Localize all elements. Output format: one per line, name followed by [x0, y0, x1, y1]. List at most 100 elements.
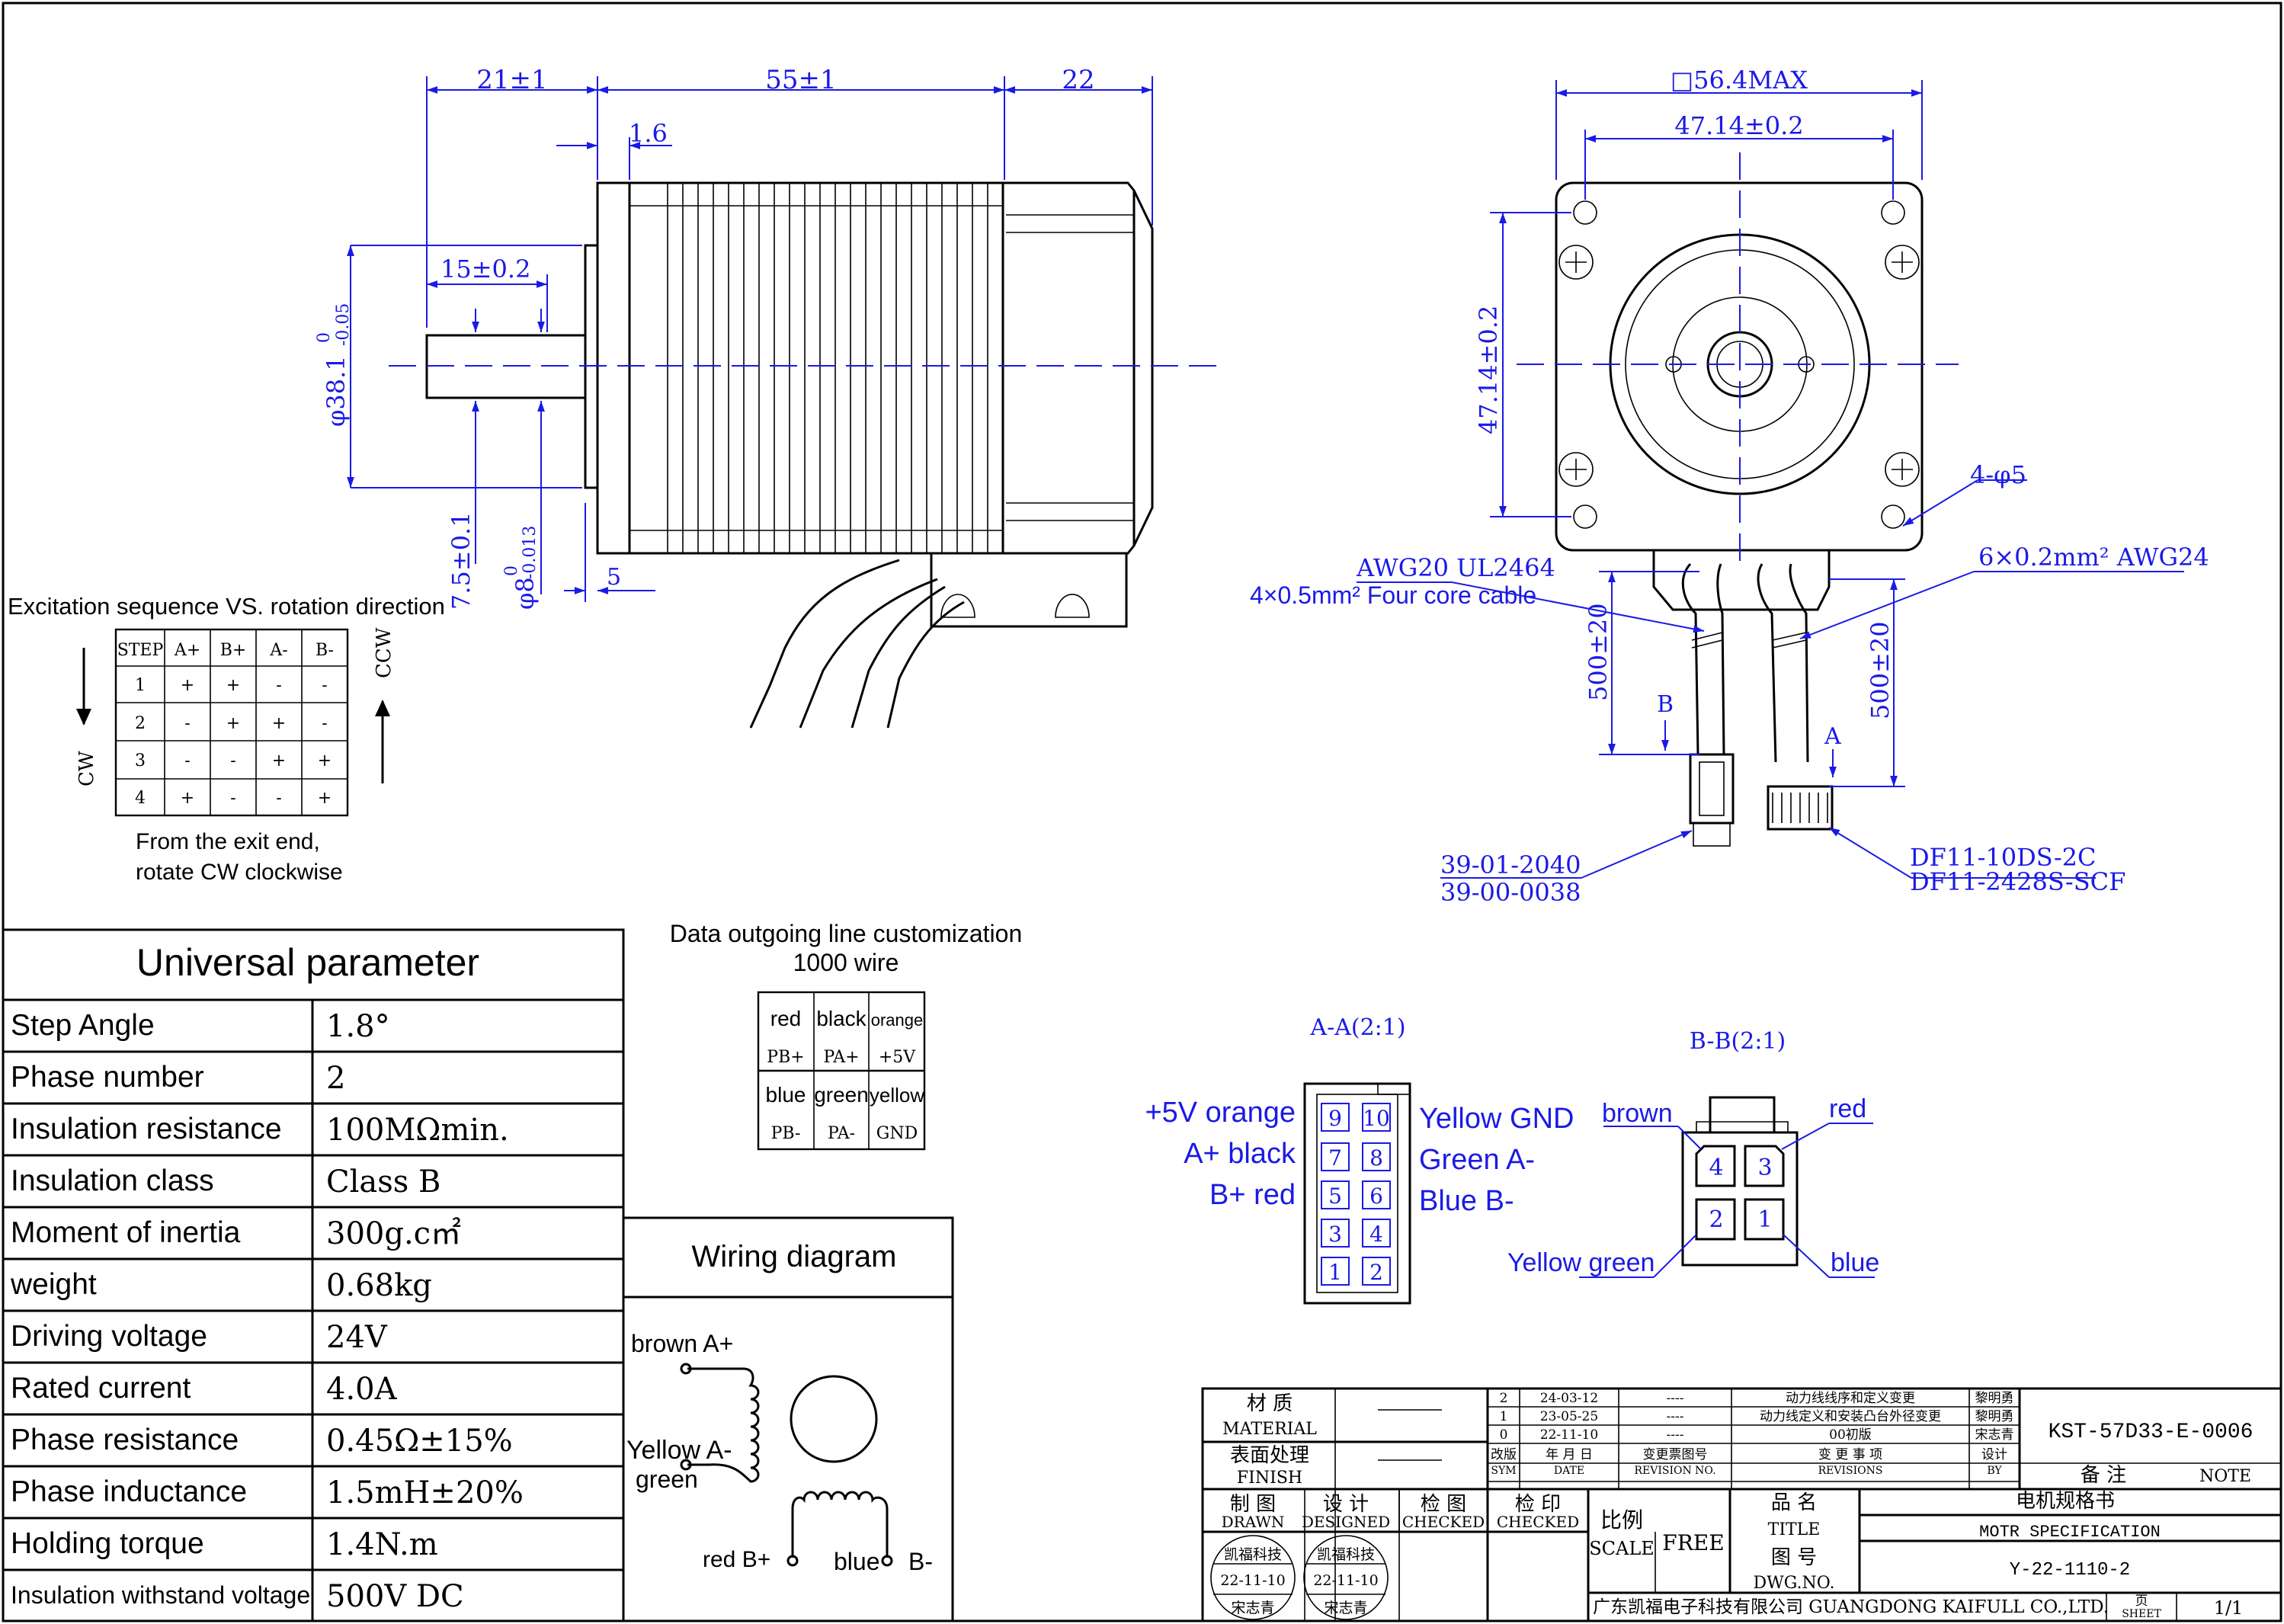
wire-yellow-green: Yellow green — [1507, 1248, 1655, 1277]
wire-signal: PA- — [828, 1124, 855, 1143]
outgoing-subtitle: 1000 wire — [793, 949, 899, 976]
param-label: Step Angle — [11, 1009, 155, 1042]
rev-head: SYM — [1491, 1465, 1516, 1477]
section-a-a: A-A(2:1) 9 10 7 8 5 6 3 4 1 2 +5V orange… — [1145, 1014, 1574, 1305]
param-label: Holding torque — [11, 1527, 204, 1560]
param-value: 24V — [326, 1320, 388, 1355]
param-label: Phase inductance — [11, 1475, 247, 1508]
param-label: weight — [10, 1268, 97, 1301]
svg-text:-0.05: -0.05 — [334, 303, 353, 346]
wire-color: red — [770, 1007, 801, 1030]
connector-b-part-2: 39-00-0038 — [1440, 878, 1581, 907]
svg-text:0: 0 — [502, 565, 521, 576]
dim-shaft-protrusion: 21±1 — [476, 65, 547, 95]
document-number: KST-57D33-E-0006 — [2049, 1421, 2254, 1444]
wire-signal: +5V — [879, 1048, 916, 1067]
param-value: 2 — [326, 1061, 345, 1096]
dim-shaft-length: 15±0.2 — [440, 255, 530, 283]
note-cn: 备 注 — [2081, 1464, 2126, 1487]
mounting-screws — [1558, 245, 1920, 487]
rev-head: 变更票图号 — [1643, 1447, 1708, 1462]
spec-cn: 电机规格书 — [2016, 1490, 2115, 1513]
excitation-cell: - — [322, 714, 327, 733]
scale-label: SCALE — [1589, 1538, 1655, 1559]
rev-head: 变 更 事 项 — [1818, 1447, 1882, 1462]
rev-head: REVISIONS — [1818, 1465, 1883, 1477]
pin-number: 2 — [1369, 1260, 1383, 1285]
param-label: Insulation resistance — [11, 1113, 282, 1145]
cable-spec-awg24: 6×0.2mm² AWG24 — [1978, 543, 2209, 572]
motor-rear-cap — [1001, 181, 1136, 555]
dim-hole-horizontal: 47.14±0.2 — [1674, 111, 1803, 140]
dim-mounting-holes: 4-φ5 — [1970, 460, 2026, 489]
material-label: MATERIAL — [1222, 1420, 1317, 1439]
excitation-header: B+ — [220, 641, 247, 660]
dim-body-length: 55±1 — [765, 65, 836, 95]
dim-boss-diameter: φ38.1 0 -0.05 — [315, 303, 353, 427]
param-value: 0.45Ω±15% — [326, 1424, 513, 1459]
pin-number: 2 — [1709, 1206, 1723, 1233]
excitation-sequence: Excitation sequence VS. rotation directi… — [8, 593, 445, 885]
cable-spec-four-core: 4×0.5mm² Four core cable — [1250, 581, 1536, 609]
excitation-title: Excitation sequence VS. rotation directi… — [8, 593, 445, 620]
sheet-label: SHEET — [2122, 1608, 2161, 1620]
rev-head: 年 月 日 — [1546, 1447, 1593, 1462]
dim-cable-length-a: 500±20 — [1866, 621, 1895, 719]
dwg-label: DWG.NO. — [1753, 1574, 1834, 1593]
wire-red-label: red B+ — [703, 1547, 770, 1572]
motor-encoder-cover — [1132, 190, 1154, 546]
pin-number: 6 — [1369, 1184, 1383, 1209]
rev-by: 黎明勇 — [1975, 1409, 2014, 1424]
svg-text:22-11-10: 22-11-10 — [1220, 1572, 1285, 1589]
rev-desc: 动力线线序和定义变更 — [1786, 1391, 1915, 1406]
dim-flange-thickness: 1.6 — [629, 119, 668, 148]
connector-b-label: B — [1657, 691, 1674, 718]
section-a-title: A-A(2:1) — [1309, 1014, 1405, 1041]
rev-no: ---- — [1667, 1409, 1684, 1424]
wire-signal: PB- — [771, 1124, 801, 1143]
rev-head: REVISION NO. — [1634, 1465, 1715, 1477]
svg-text:凯福科技: 凯福科技 — [1224, 1546, 1282, 1563]
connector-a-part-2: DF11-2428S-SCF — [1910, 867, 2125, 896]
sheet-value: 1/1 — [2214, 1597, 2244, 1619]
cable-left — [749, 559, 938, 729]
excitation-cell: - — [184, 714, 190, 733]
wire-red: red — [1829, 1094, 1866, 1123]
rotation-note-1: From the exit end, — [136, 829, 320, 854]
rev-head: 改版 — [1491, 1447, 1517, 1462]
dim-hole-vertical: 47.14±0.2 — [1474, 306, 1503, 434]
scale-cn: 比例 — [1600, 1507, 1643, 1533]
stamp-designed: 凯福科技 22-11-10 宋志青 — [1303, 1535, 1389, 1620]
wire-color: green — [814, 1083, 869, 1107]
wire-blue-label: blue — [834, 1548, 880, 1575]
dim-rear-length: 22 — [1062, 65, 1094, 95]
dim-boss-length: 5 — [607, 564, 621, 591]
pin-number: 4 — [1709, 1155, 1723, 1181]
rev-by: 宋志青 — [1975, 1427, 2014, 1443]
rev-no: ---- — [1667, 1391, 1684, 1406]
note-label: NOTE — [2199, 1467, 2251, 1486]
param-value: 500V DC — [326, 1579, 464, 1614]
title-block: 材 质 MATERIAL 表面处理 FINISH 2 24-03-12 ----… — [1201, 1387, 2282, 1622]
param-label: Rated current — [11, 1372, 191, 1405]
stamp-drawn: 凯福科技 22-11-10 宋志青 — [1210, 1535, 1296, 1620]
rev-desc: 动力线定义和安装凸台外径变更 — [1760, 1409, 1941, 1424]
excitation-cell: 1 — [135, 676, 146, 695]
pin-label-aplus: A+ black — [1184, 1138, 1296, 1170]
dim-flat-depth: 7.5±0.1 — [447, 511, 476, 610]
finish-cn: 表面处理 — [1230, 1444, 1309, 1467]
rev-sym: 0 — [1500, 1427, 1508, 1443]
company-name: 广东凯福电子科技有限公司 GUANGDONG KAIFULL CO.,LTD. — [1593, 1597, 2109, 1617]
param-label: Insulation class — [11, 1164, 214, 1197]
svg-text:φ8: φ8 — [511, 577, 540, 610]
param-value: 1.5mH±20% — [326, 1475, 524, 1510]
rev-date: 23-05-25 — [1540, 1409, 1598, 1424]
connector-b-part-1: 39-01-2040 — [1440, 850, 1581, 879]
scale-value: FREE — [1662, 1530, 1724, 1555]
rotation-note-2: rotate CW clockwise — [136, 860, 343, 885]
excitation-cell: - — [184, 751, 190, 770]
pin-number: 8 — [1369, 1145, 1383, 1171]
pin-number: 5 — [1328, 1184, 1342, 1209]
